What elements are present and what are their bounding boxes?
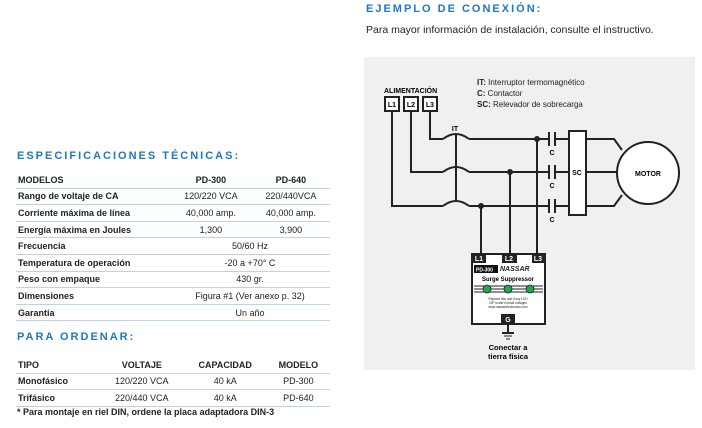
supply-l2: L2	[407, 102, 415, 109]
cell: 40,000 amp.	[251, 204, 330, 222]
col-header: MODELOS	[16, 172, 170, 189]
order-title: PARA ORDENAR:	[17, 331, 136, 343]
device-l2: L2	[505, 256, 513, 263]
cell: -20 a +70° C	[170, 254, 330, 272]
supply-l1: L1	[388, 102, 396, 109]
cell: 1,300	[170, 221, 252, 239]
legend-sc: SC: Relevador de sobrecarga	[477, 100, 583, 109]
contactor-label: C	[549, 150, 554, 157]
col-header: TIPO	[16, 357, 100, 374]
order-table: TIPO VOLTAJE CAPACIDAD MODELO Monofásico…	[16, 357, 330, 407]
surge-suppressor-device: L1 L2 L3 PD-300 NASSAR Surge Suppressor …	[472, 254, 545, 324]
cell: 120/220 VCA	[100, 373, 184, 391]
brand-logo: NASSAR	[500, 266, 530, 273]
device-note: O/P under normal voltages	[489, 301, 527, 305]
led-indicator	[482, 284, 492, 294]
cell: 50/60 Hz	[170, 237, 330, 255]
cell: Figura #1 (Ver anexo p. 32)	[170, 287, 330, 305]
legend-c: C: Contactor	[477, 89, 523, 98]
row-label: Temperatura de operación	[16, 254, 170, 272]
cell: 220/440VCA	[251, 188, 330, 206]
led-indicator	[503, 284, 513, 294]
table-header: MODELOS PD-300 PD-640	[16, 172, 330, 189]
cell: Un año	[170, 304, 330, 322]
sc-label: SC	[572, 170, 582, 177]
connection-subtitle: Para mayor información de instalación, c…	[366, 24, 654, 36]
col-header: MODELO	[266, 357, 330, 374]
device-l3: L3	[534, 256, 542, 263]
row-label: Energía máxima en Joules	[16, 221, 170, 239]
row-label: Peso con empaque	[16, 271, 170, 289]
table-header: TIPO VOLTAJE CAPACIDAD MODELO	[16, 357, 330, 374]
cell: Trifásico	[16, 389, 100, 407]
order-footnote: * Para montaje en riel DIN, ordene la pl…	[17, 407, 275, 417]
row-label: Frecuencia	[16, 237, 170, 255]
device-note: Replace this unit if any LED	[488, 297, 528, 301]
row-label: Dimensiones	[16, 287, 170, 305]
col-header: VOLTAJE	[100, 357, 184, 374]
it-label: IT	[452, 126, 459, 133]
cell: 120/220 VCA	[170, 188, 252, 206]
col-header: PD-300	[170, 172, 252, 189]
cell: 40 kA	[183, 373, 267, 391]
specs-title: ESPECIFICACIONES TÉCNICAS:	[17, 150, 241, 162]
connection-title: EJEMPLO DE CONEXIÓN:	[366, 3, 543, 15]
supply-l3: L3	[426, 102, 434, 109]
cell: 220/440 VCA	[100, 389, 184, 407]
motor-label: MOTOR	[635, 171, 661, 178]
cell: PD-640	[266, 389, 330, 407]
cell: Monofásico	[16, 373, 100, 391]
ground-label: tierra física	[488, 352, 529, 361]
contactor-label: C	[549, 183, 554, 190]
cell: 40,000 amp.	[170, 204, 252, 222]
specs-table: MODELOS PD-300 PD-640 Rango de voltaje d…	[16, 172, 330, 322]
row-label: Corriente máxima de línea	[16, 204, 170, 222]
row-label: Rango de voltaje de CA	[16, 188, 170, 206]
cell: 430 gr.	[170, 271, 330, 289]
power-label: ALIMENTACIÓN	[384, 86, 437, 95]
ground-terminal: G	[505, 317, 511, 324]
cell: 40 kA	[183, 389, 267, 407]
device-model: PD-300	[476, 268, 493, 274]
ground-label: Conectar a	[489, 343, 529, 352]
col-header: PD-640	[251, 172, 330, 189]
cell: 3,900	[251, 221, 330, 239]
legend-it: IT: Interruptor termomagnético	[477, 78, 585, 87]
device-l1: L1	[475, 256, 483, 263]
row-label: Garantía	[16, 304, 170, 322]
contactor-label: C	[549, 217, 554, 224]
device-note: www.nassarelectronics.com	[488, 305, 528, 309]
led-indicator	[525, 284, 535, 294]
col-header: CAPACIDAD	[183, 357, 267, 374]
table-row: Temperatura de operación-20 a +70° C	[16, 254, 330, 272]
cell: PD-300	[266, 373, 330, 391]
device-name: Surge Suppressor	[482, 277, 535, 283]
